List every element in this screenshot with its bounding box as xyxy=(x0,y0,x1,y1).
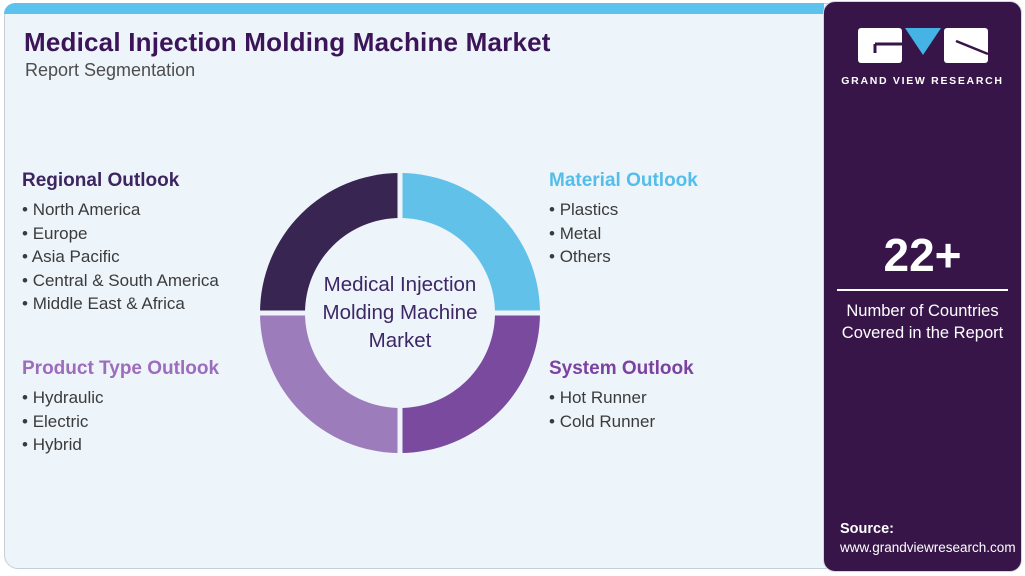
donut-center-label-line: Medical Injection xyxy=(323,273,477,296)
segment-gap xyxy=(494,310,541,316)
list-item: North America xyxy=(22,198,302,222)
stat-number: 22+ xyxy=(883,229,962,281)
donut-chart-svg xyxy=(259,172,541,454)
source-url: www.grandviewresearch.com xyxy=(840,540,1016,555)
list-item: Europe xyxy=(22,222,302,246)
outlook-material-list: Plastics Metal Others xyxy=(549,198,829,269)
list-item: Middle East & Africa xyxy=(22,292,302,316)
donut-segment-bottom-right xyxy=(400,313,540,453)
donut-segment-top-left xyxy=(260,173,400,313)
outlook-material: Material Outlook Plastics Metal Others xyxy=(549,170,829,269)
logo-r-slash xyxy=(955,39,988,56)
list-item: Hydraulic xyxy=(22,386,302,410)
sidebar: GRAND VIEW RESEARCH 22+ Number of Countr… xyxy=(823,1,1022,572)
donut-segment-bottom-left xyxy=(260,313,400,453)
page-subtitle: Report Segmentation xyxy=(25,60,196,80)
outlook-regional-heading: Regional Outlook xyxy=(22,170,180,191)
stat-divider xyxy=(837,289,1008,291)
outlook-system-heading: System Outlook xyxy=(549,358,694,379)
outlook-system: System Outlook Hot Runner Cold Runner xyxy=(549,358,829,433)
list-item: Others xyxy=(549,245,829,269)
list-item: Plastics xyxy=(549,198,829,222)
list-item: Hot Runner xyxy=(549,386,829,410)
donut-chart: Medical Injection Molding Machine Market xyxy=(259,172,541,454)
list-item: Asia Pacific xyxy=(22,245,302,269)
brand-name: GRAND VIEW RESEARCH xyxy=(841,75,1004,87)
stat-label-line: Number of Countries xyxy=(846,301,999,320)
outlook-product-type-heading: Product Type Outlook xyxy=(22,358,220,379)
list-item: Metal xyxy=(549,222,829,246)
outlook-product-type-list: Hydraulic Electric Hybrid xyxy=(22,386,302,457)
source-block: Source: www.grandviewresearch.com xyxy=(840,521,1016,555)
logo-v-triangle xyxy=(904,28,941,55)
countries-stat: 22+ Number of Countries Covered in the R… xyxy=(824,232,1021,344)
donut-center-label-line: Molding Machine xyxy=(322,301,478,324)
page-title: Medical Injection Molding Machine Market xyxy=(24,27,551,57)
donut-center-label: Medical Injection Molding Machine Market xyxy=(259,172,541,454)
list-item: Hybrid xyxy=(22,433,302,457)
donut-center-label-line: Market xyxy=(368,329,432,352)
outlook-regional-list: North America Europe Asia Pacific Centra… xyxy=(22,198,302,316)
outlook-material-heading: Material Outlook xyxy=(549,170,698,191)
source-label: Source: xyxy=(840,521,894,537)
stat-label-line: Covered in the Report xyxy=(841,323,1004,342)
segment-gap xyxy=(259,310,306,316)
outlook-product-type: Product Type Outlook Hydraulic Electric … xyxy=(22,358,302,457)
segment-gap xyxy=(397,407,403,454)
list-item: Central & South America xyxy=(22,269,302,293)
list-item: Electric xyxy=(22,410,302,434)
list-item: Cold Runner xyxy=(549,410,829,434)
outlook-regional: Regional Outlook North America Europe As… xyxy=(22,170,302,316)
top-accent-bar xyxy=(4,3,824,14)
segment-gap xyxy=(397,172,403,219)
gvr-logo-icon xyxy=(857,28,988,63)
brand-logo-block: GRAND VIEW RESEARCH xyxy=(824,28,1021,87)
donut-segment-top-right xyxy=(400,173,540,313)
outlook-system-list: Hot Runner Cold Runner xyxy=(549,386,829,433)
stat-label: Number of Countries Covered in the Repor… xyxy=(824,300,1021,345)
